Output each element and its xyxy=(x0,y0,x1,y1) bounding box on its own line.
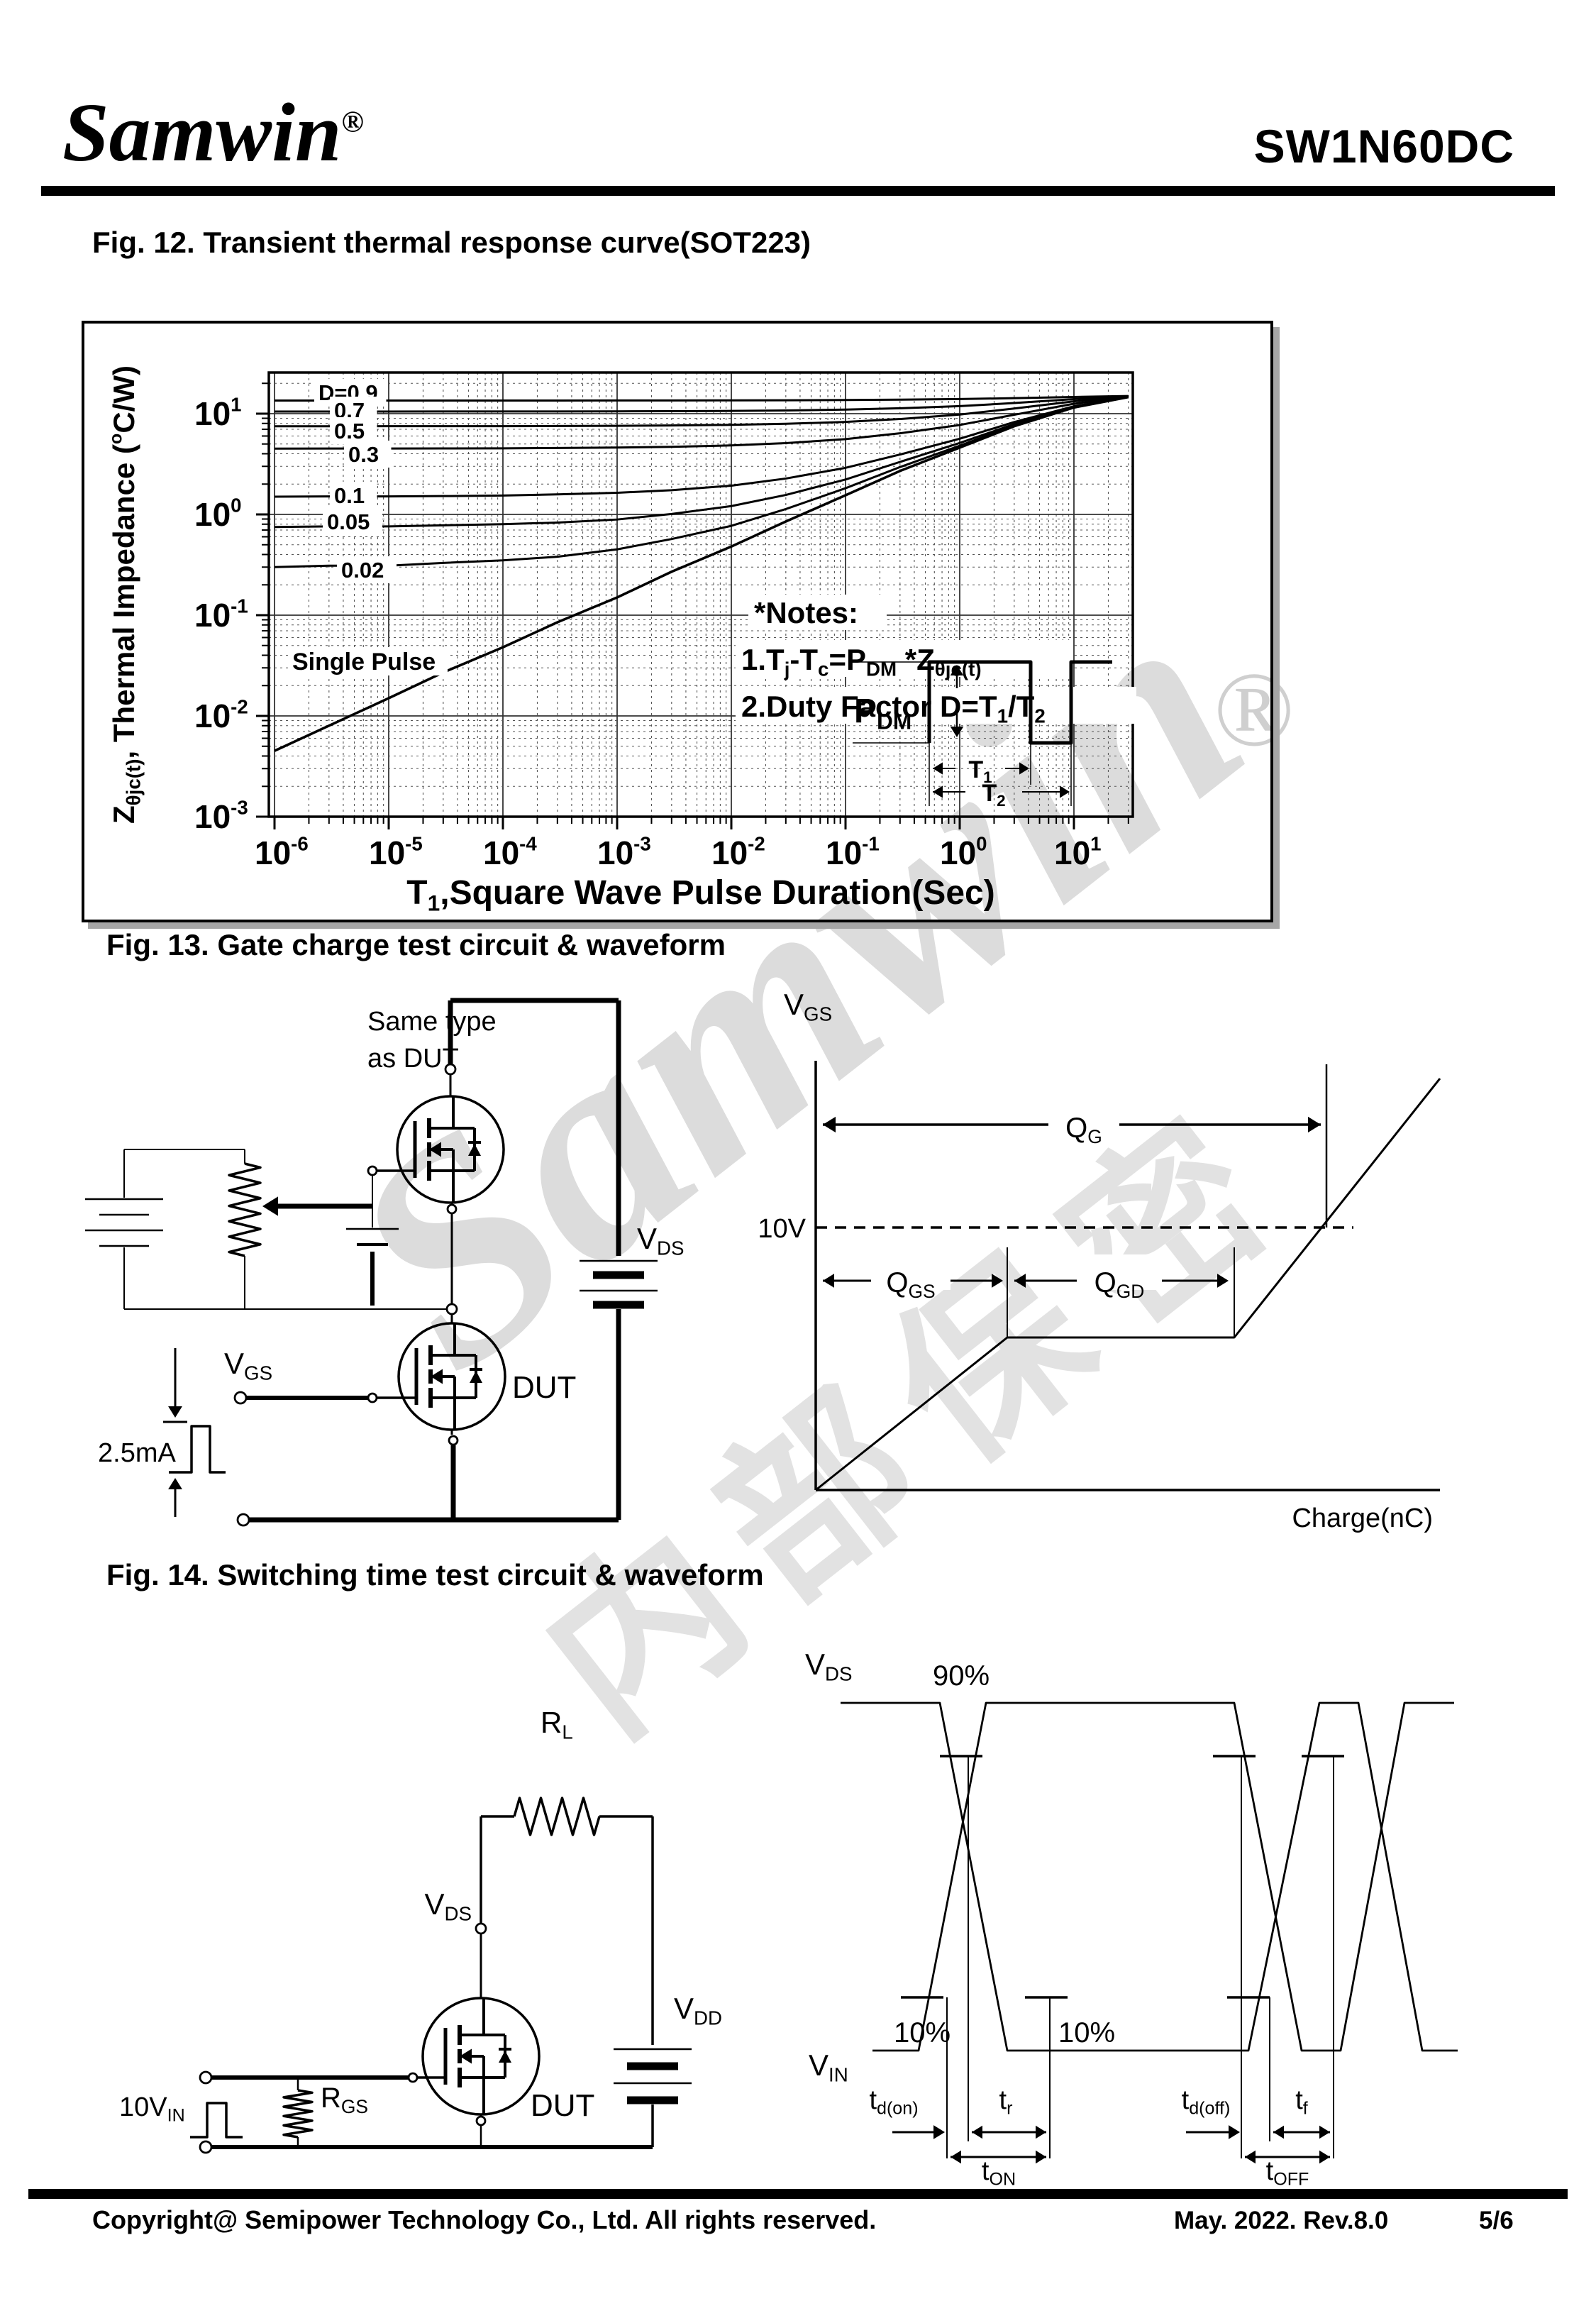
footer-page-number: 5/6 xyxy=(1479,2207,1514,2234)
svg-text:0.05: 0.05 xyxy=(327,509,370,534)
svg-text:101: 101 xyxy=(1054,833,1102,871)
svg-text:10-6: 10-6 xyxy=(255,833,309,871)
svg-text:VDD: VDD xyxy=(674,1992,722,2029)
gate-charge-circuit-drawing: Same type as DUT DUT VGS VDS 2.5mA xyxy=(85,998,685,1527)
svg-text:*Notes:: *Notes: xyxy=(754,596,858,629)
fig13-title: Fig. 13. Gate charge test circuit & wave… xyxy=(106,928,726,961)
brand-logo: Samwin® xyxy=(62,91,364,175)
chart-axes xyxy=(256,371,1134,829)
svg-text:RL: RL xyxy=(541,1706,573,1743)
gate-charge-waveform-drawing: VGS 10V QG QGS QGD Charge(nC) xyxy=(758,988,1441,1533)
svg-text:PDM: PDM xyxy=(854,693,911,734)
svg-text:tOFF: tOFF xyxy=(1266,2156,1309,2190)
fig12-title: Fig. 12. Transient thermal response curv… xyxy=(92,226,811,259)
thermal-chart-frame: 10-6 10-5 10-4 10-3 10-2 10-1 100 101 101 100 10-1… xyxy=(82,321,1273,922)
svg-text:10-5: 10-5 xyxy=(369,833,423,871)
svg-text:10-1: 10-1 xyxy=(194,595,248,634)
svg-text:0.02: 0.02 xyxy=(341,558,384,583)
svg-text:VGS: VGS xyxy=(224,1347,272,1384)
footer-revision: May. 2022. Rev.8.0 xyxy=(1174,2207,1389,2234)
svg-text:10-4: 10-4 xyxy=(483,833,537,871)
svg-text:10-2: 10-2 xyxy=(711,833,765,871)
svg-text:100: 100 xyxy=(940,833,987,871)
svg-text:td(on): td(on) xyxy=(869,2085,918,2119)
svg-text:td(off): td(off) xyxy=(1182,2085,1231,2119)
gate-charge-waveform: VGS 10V QG QGS QGD Charge(nC) xyxy=(758,988,1441,1533)
svg-text:0.3: 0.3 xyxy=(348,442,379,467)
svg-text:10V: 10V xyxy=(758,1214,806,1244)
svg-text:DUT: DUT xyxy=(531,2088,594,2123)
switching-waveform-drawing: VDS VIN 90% 10% 10% td(on) tr td(off) tf tON tOFF xyxy=(805,1648,1458,2190)
thermal-impedance-chart: 10-6 10-5 10-4 10-3 10-2 10-1 100 101 101 100 10-1… xyxy=(106,365,1136,916)
brand-logo-text: Samwin xyxy=(62,86,342,179)
part-number: SW1N60DC xyxy=(1253,120,1514,172)
svg-text:DUT: DUT xyxy=(512,1370,576,1405)
switching-time-waveform: VDS VIN 90% 10% 10% td(on) tr td(off) tf tON tOFF xyxy=(805,1648,1458,2190)
svg-text:RGS: RGS xyxy=(321,2082,368,2117)
svg-text:VDS: VDS xyxy=(424,1887,472,1924)
chart-tick-labels: 10-6 10-5 10-4 10-3 10-2 10-1 100 101 101 100 10-1… xyxy=(194,394,1102,871)
svg-text:10-3: 10-3 xyxy=(597,833,651,871)
svg-text:Zθjc(t), Thermal Impedance: Zθjc(t), Thermal Impedance (oC/W) xyxy=(106,365,144,824)
svg-text:Charge(nC): Charge(nC) xyxy=(1292,1504,1433,1533)
svg-text:10%: 10% xyxy=(894,2017,951,2048)
gate-charge-test-circuit: Same type as DUT DUT VGS VDS 2.5mA xyxy=(85,998,685,1527)
svg-text:VDS: VDS xyxy=(805,1648,853,1684)
chart-axis-titles: T1,Square Wave Pulse Duration(Sec) Zθjc(t… xyxy=(106,365,994,916)
svg-text:QGS: QGS xyxy=(886,1267,935,1302)
svg-text:T1,Square Wave Pulse Duration(: T1,Square Wave Pulse Duration(Sec) xyxy=(406,874,994,916)
svg-text:0.5: 0.5 xyxy=(334,419,365,443)
svg-text:10-2: 10-2 xyxy=(194,696,248,734)
svg-text:101: 101 xyxy=(194,394,242,432)
chart-curves xyxy=(274,395,1129,752)
svg-text:T1: T1 xyxy=(968,756,992,786)
svg-text:T2: T2 xyxy=(982,780,1005,810)
svg-text:2.Duty Factor D=T1/T2: 2.Duty Factor D=T1/T2 xyxy=(741,690,1046,727)
svg-text:10-1: 10-1 xyxy=(826,833,880,871)
svg-text:1.Tj-Tc=PDM *Zθjc(t): 1.Tj-Tc=PDM *Zθjc(t) xyxy=(741,643,982,680)
svg-text:VDS: VDS xyxy=(637,1222,685,1259)
svg-text:as DUT: as DUT xyxy=(367,1044,459,1074)
svg-text:QG: QG xyxy=(1065,1113,1102,1147)
svg-text:10%: 10% xyxy=(1058,2017,1115,2048)
svg-text:10VIN: 10VIN xyxy=(119,2092,185,2126)
svg-text:0.1: 0.1 xyxy=(334,483,365,508)
footer-copyright: Copyright@ Semipower Technology Co., Ltd… xyxy=(92,2205,877,2234)
svg-text:VGS: VGS xyxy=(784,988,832,1025)
fig14-title: Fig. 14. Switching time test circuit & w… xyxy=(106,1558,764,1591)
chart-grid xyxy=(269,373,1133,817)
svg-text:QGD: QGD xyxy=(1095,1267,1145,1302)
switching-time-test-circuit: RL VDS DUT RGS 10VIN VDD xyxy=(119,1706,722,2154)
footer-divider xyxy=(28,2189,1568,2199)
switching-circuit-drawing: RL VDS DUT RGS 10VIN VDD xyxy=(119,1706,722,2154)
header-divider xyxy=(41,186,1555,196)
svg-text:VIN: VIN xyxy=(809,2048,848,2085)
registered-mark: ® xyxy=(341,106,364,139)
svg-text:tr: tr xyxy=(999,2085,1013,2119)
svg-text:Same type: Same type xyxy=(367,1007,497,1037)
svg-text:90%: 90% xyxy=(933,1660,990,1692)
svg-text:tON: tON xyxy=(982,2156,1016,2190)
svg-text:tf: tf xyxy=(1295,2085,1308,2119)
svg-text:100: 100 xyxy=(194,495,242,533)
svg-text:Single Pulse: Single Pulse xyxy=(292,649,436,675)
svg-text:2.5mA: 2.5mA xyxy=(98,1438,176,1468)
svg-text:10-3: 10-3 xyxy=(194,797,248,835)
